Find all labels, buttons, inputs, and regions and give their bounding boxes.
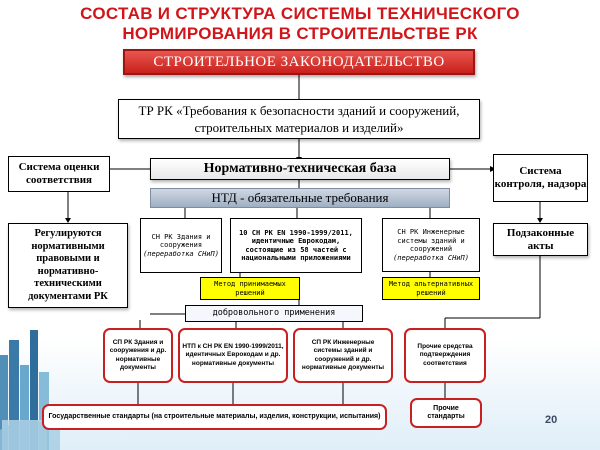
other-standards-text: Прочие стандарты xyxy=(427,404,465,421)
normative-base-box: Нормативно-техническая база xyxy=(150,158,450,180)
sp-engineering-box: СП РК Инженерные системы зданий и сооруж… xyxy=(293,328,393,383)
sp-engineering-text: СП РК Инженерные системы зданий и сооруж… xyxy=(301,338,385,372)
sp-buildings-text: СП РК Здания и сооружения и др. норматив… xyxy=(109,338,167,372)
voluntary-label: добровольного применения xyxy=(212,308,336,319)
sn-engineering-text: СН РК Инженерные системы зданий и сооруж… xyxy=(397,228,465,253)
other-means-box: Прочие средства подтверждения соответств… xyxy=(404,328,486,383)
normative-base-label: Нормативно-техническая база xyxy=(203,161,397,176)
method-accepted-label: Метод принимаемых решений xyxy=(214,279,286,297)
voluntary-box: добровольного применения xyxy=(185,305,363,322)
bylaws-label: Подзаконные акты xyxy=(506,226,575,252)
legislation-label: СТРОИТЕЛЬНОЕ ЗАКОНОДАТЕЛЬСТВО xyxy=(153,53,445,70)
regulated-text: Регулируются нормативными правовыми и но… xyxy=(28,228,108,302)
ntd-bar: НТД - обязательные требования xyxy=(150,188,450,208)
page-number: 20 xyxy=(545,414,558,426)
title-line-1: СОСТАВ И СТРУКТУРА СИСТЕМЫ ТЕХНИЧЕСКОГО xyxy=(80,4,520,23)
slide-title: СОСТАВ И СТРУКТУРА СИСТЕМЫ ТЕХНИЧЕСКОГО … xyxy=(0,4,600,44)
sp-buildings-box: СП РК Здания и сооружения и др. норматив… xyxy=(103,328,173,383)
sn-buildings-note: (переработка СНиП) xyxy=(143,249,219,258)
bylaws-box: Подзаконные акты xyxy=(493,223,588,256)
sn-buildings-box: СН РК Здания и сооружения (переработка С… xyxy=(140,218,222,273)
state-standards-text: Государственные стандарты (на строительн… xyxy=(48,412,381,420)
sn-engineering-note: (переработка СНиП) xyxy=(393,253,469,262)
control-system-box: Система контроля, надзора xyxy=(493,154,588,202)
en-standards-box: 10 СН РК EN 1990-1999/2011, идентичные Е… xyxy=(230,218,362,273)
sn-engineering-box: СН РК Инженерные системы зданий и сооруж… xyxy=(382,218,480,272)
ntp-en-text: НТП к СН РК EN 1990-1999/2011, идентичны… xyxy=(182,342,284,367)
method-accepted-box: Метод принимаемых решений xyxy=(200,277,300,300)
city-skyline-decoration xyxy=(0,330,60,450)
ntd-label: НТД - обязательные требования xyxy=(211,190,389,205)
title-line-2: НОРМИРОВАНИЯ В СТРОИТЕЛЬСТВЕ РК xyxy=(122,24,478,43)
legislation-bar: СТРОИТЕЛЬНОЕ ЗАКОНОДАТЕЛЬСТВО xyxy=(123,49,475,75)
other-standards-box: Прочие стандарты xyxy=(410,398,482,428)
en-standards-text: 10 СН РК EN 1990-1999/2011, идентичные Е… xyxy=(239,228,353,263)
method-alternative-box: Метод альтернативных решений xyxy=(382,277,480,300)
state-standards-box: Государственные стандарты (на строительн… xyxy=(42,404,387,430)
ntp-en-box: НТП к СН РК EN 1990-1999/2011, идентичны… xyxy=(178,328,288,383)
regulated-box: Регулируются нормативными правовыми и но… xyxy=(8,223,128,308)
technical-regulation-box: ТР РК «Требования к безопасности зданий … xyxy=(118,99,480,139)
other-means-text: Прочие средства подтверждения соответств… xyxy=(417,342,473,367)
control-system-label: Система контроля, надзора xyxy=(494,165,587,190)
conformity-system-label: Система оценки соответствия xyxy=(18,161,100,186)
method-alternative-label: Метод альтернативных решений xyxy=(388,279,474,297)
conformity-system-box: Система оценки соответствия xyxy=(8,156,110,192)
sn-buildings-text: СН РК Здания и сооружения xyxy=(151,232,211,250)
technical-regulation-text: ТР РК «Требования к безопасности зданий … xyxy=(138,103,460,135)
